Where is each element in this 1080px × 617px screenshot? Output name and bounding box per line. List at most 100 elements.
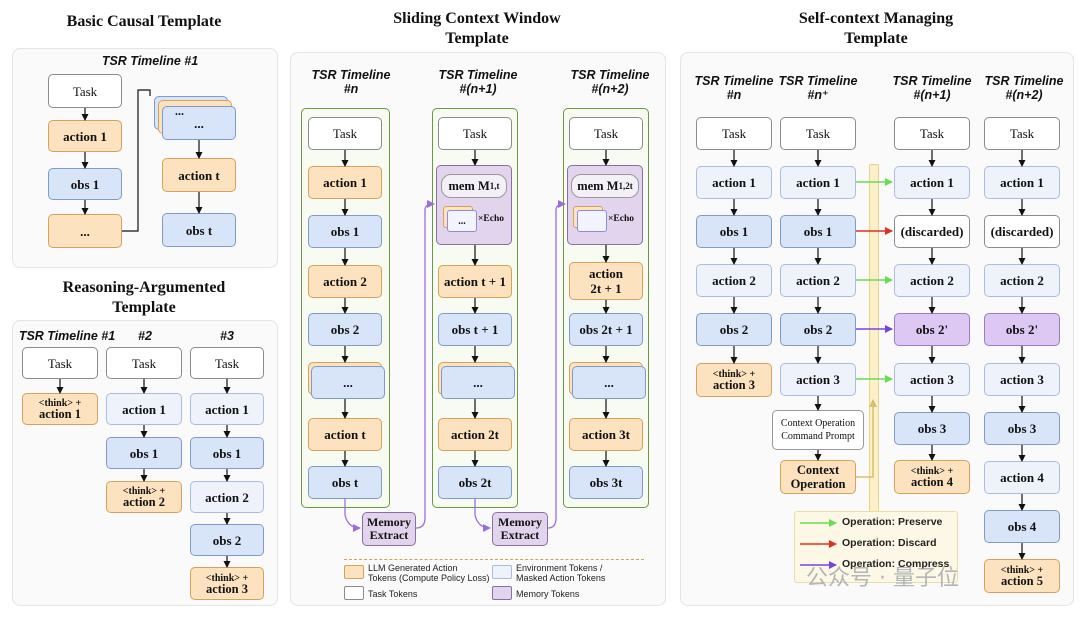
r1-task: Task [22,347,98,379]
s1-obs-2: obs 2 [308,313,382,346]
selfctx-title: Self-context Managing Template [798,10,954,47]
sc-c-action-1: action 1 [894,166,970,199]
reasoning-timeline-1: TSR Timeline #1 [18,329,116,343]
sc-c-action4-label: action 4 [910,475,953,489]
reasoning-title: Reasoning-Argumented Template [62,279,226,316]
r3-think-label: <think> + [205,572,249,584]
r3-action-1: action 1 [190,393,264,425]
sc-a-think-action-3: <think> + action 3 [696,363,772,397]
r3-obs-1: obs 1 [190,437,264,469]
sliding-title: Sliding Context Window Template [393,10,561,47]
sc-b-action-1: action 1 [780,166,856,199]
sc-c-discarded: (discarded) [894,215,970,248]
s3-mem-sub: 1,2t [618,180,633,191]
sc-timeline-nplus: TSR Timeline #n⁺ [778,74,858,102]
s3-task: Task [569,117,643,150]
r3-think-action-3: <think> + action 3 [190,567,264,600]
sc-d-think-label: <think> + [1000,565,1044,576]
sc-d-think-action-5: <think> + action 5 [984,559,1060,593]
s1-obs-t: obs t [308,466,382,499]
basic-timeline-label: TSR Timeline #1 [101,54,199,68]
memory-extract-2: Memory Extract [492,512,548,546]
basic-obs-t: obs t [162,213,236,247]
sc-d-discarded: (discarded) [984,215,1060,248]
sc-operation-channel [869,164,879,522]
s3-obs-2t1: obs 2t + 1 [569,313,643,346]
r2-think-action-2: <think> + action 2 [106,481,182,513]
r3-task: Task [190,347,264,379]
sc-b-action-2: action 2 [780,264,856,297]
s3-action-2t1: action 2t + 1 [569,262,643,300]
sc-c-obs-3: obs 3 [894,412,970,445]
s2-ellipsis: ... [441,366,515,399]
s2-mem-text: mem M [448,178,490,193]
s2-obs-t1: obs t + 1 [438,313,512,346]
s2-echo-label: ×Echo [478,214,504,224]
r1-think-label: <think> + [38,398,82,409]
sc-d-task: Task [984,117,1060,150]
s2-task: Task [438,117,512,150]
s3-ellipsis: ... [572,366,646,399]
sc-timeline-n2: TSR Timeline #(n+2) [984,74,1064,102]
sc-d-action-1: action 1 [984,166,1060,199]
sc-d-action-4: action 4 [984,461,1060,494]
r1-action-label: action 1 [38,407,81,421]
sc-d-obs-4: obs 4 [984,510,1060,543]
sc-b-obs-2: obs 2 [780,313,856,346]
basic-obs-1: obs 1 [48,168,122,200]
legend-llm-swatch [344,565,364,579]
r2-action-label: action 2 [122,495,165,509]
s1-task: Task [308,117,382,150]
sc-c-think-action-4: <think> + action 4 [894,460,970,494]
sc-c-task: Task [894,117,970,150]
sc-a-action3-label: action 3 [712,378,755,392]
sc-a-think-label: <think> + [712,369,756,380]
sc-d-obs-2p: obs 2' [984,313,1060,346]
reasoning-timeline-3: #3 [220,329,234,343]
sc-timeline-n1: TSR Timeline #(n+1) [892,74,972,102]
sc-op-compress: Operation: Compress [842,558,950,570]
basic-task: Task [48,74,122,108]
sc-a-action-2: action 2 [696,264,772,297]
legend-task-swatch [344,586,364,600]
sc-a-action-1: action 1 [696,166,772,199]
s2-mem-sub: 1,t [489,180,500,191]
s3-obs-3t: obs 3t [569,466,643,499]
basic-stack-ellipsis-top: ... [175,104,184,118]
s1-action-1: action 1 [308,166,382,199]
sc-timeline-n: TSR Timeline #n [694,74,774,102]
s3-mem-text: mem M [577,178,619,193]
sc-d-action-3: action 3 [984,363,1060,396]
s2-obs-2t: obs 2t [438,466,512,499]
sc-c-action-3: action 3 [894,363,970,396]
basic-title: Basic Causal Template [66,13,222,30]
r2-obs-1: obs 1 [106,437,182,469]
sc-c-obs-2p: obs 2' [894,313,970,346]
legend-memory-swatch [492,586,512,600]
sc-b-obs-1: obs 1 [780,215,856,248]
sc-d-obs-3: obs 3 [984,412,1060,445]
legend-task-text: Task Tokens [368,589,418,599]
basic-action-1: action 1 [48,120,122,152]
legend-env-text: Environment Tokens / Masked Action Token… [516,563,606,583]
basic-stack-card-front: ... [162,106,236,140]
basic-action-t: action t [162,158,236,192]
sc-a-task: Task [696,117,772,150]
s1-action-2: action 2 [308,265,382,298]
basic-action-t-label: action t [178,167,220,183]
s2-echo-front: ... [447,210,477,232]
sc-a-obs-1: obs 1 [696,215,772,248]
sc-op-preserve: Operation: Preserve [842,516,943,528]
reasoning-timeline-2: #2 [138,329,152,343]
sc-b-task: Task [780,117,856,150]
basic-ellipsis: ... [48,214,122,248]
r2-action-1: action 1 [106,393,182,425]
memory-extract-1: Memory Extract [362,512,416,546]
sc-context-prompt: Context Operation Command Prompt [772,410,864,450]
sc-d-action-2: action 2 [984,264,1060,297]
r3-obs-2: obs 2 [190,524,264,556]
legend-memory-text: Memory Tokens [516,589,580,599]
sliding-timeline-n2: TSR Timeline #(n+2) [570,68,650,96]
